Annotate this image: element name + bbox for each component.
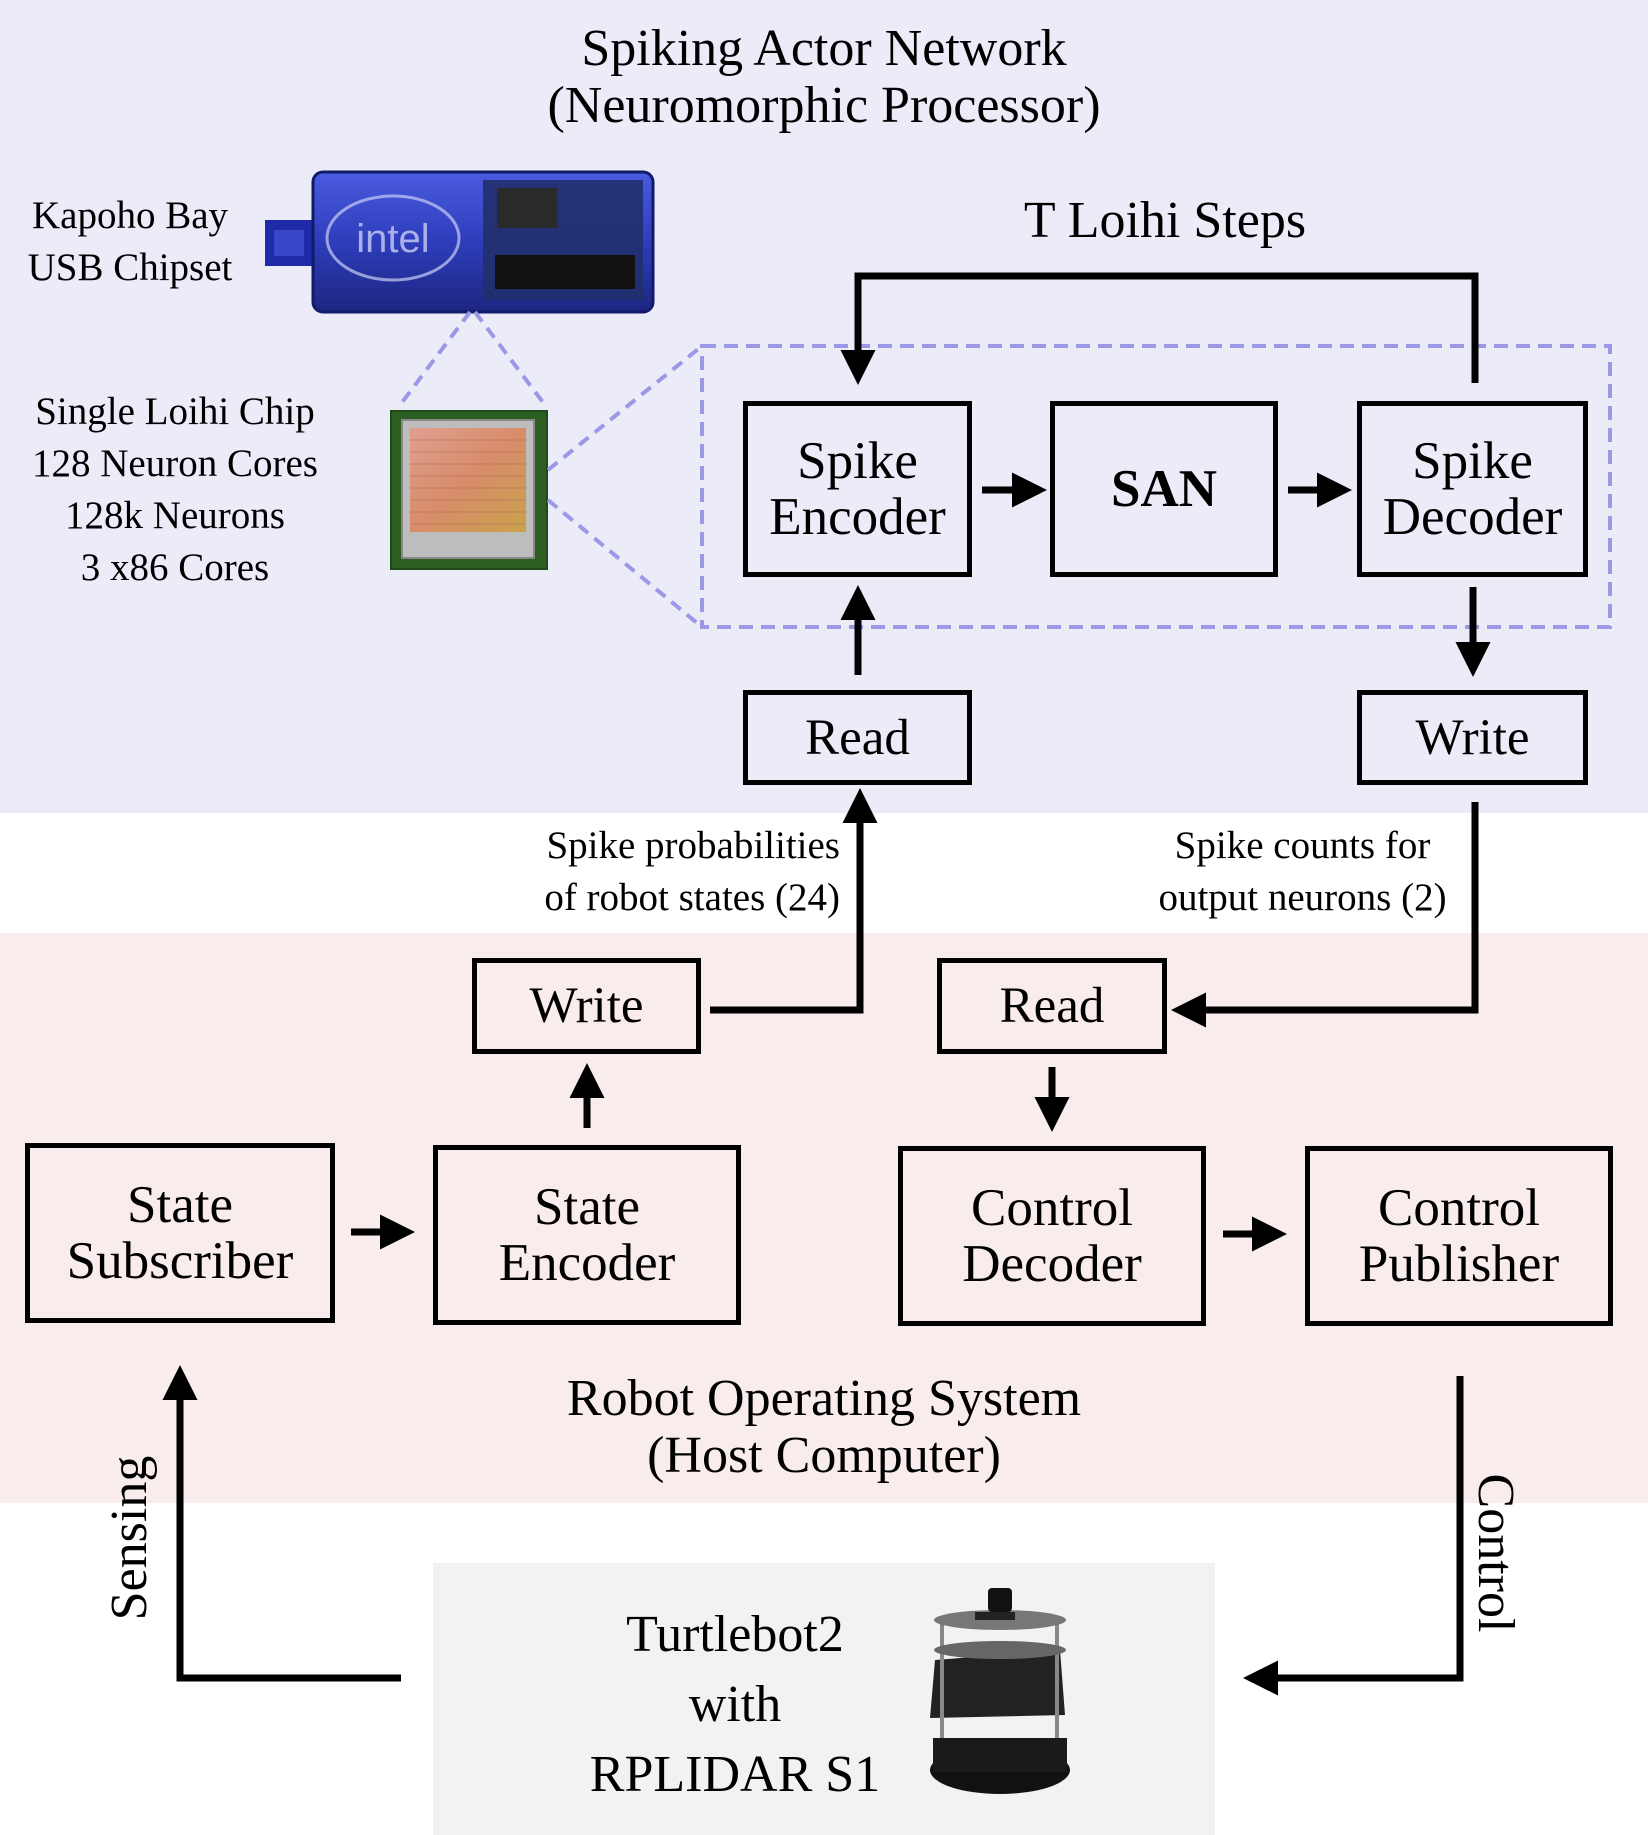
robot-label-line2: with [688, 1676, 782, 1733]
spike-counts-line1: Spike counts for [1174, 824, 1431, 867]
loihi-chip-label: Single Loihi Chip 128 Neuron Cores 128k … [0, 386, 350, 594]
turtlebot-image [930, 1588, 1070, 1794]
state-subscriber-box: State Subscriber [25, 1143, 335, 1323]
control-decoder-box: Control Decoder [898, 1146, 1206, 1326]
zoom-lines-usb-to-chip [398, 310, 547, 407]
ros-title-line2: (Host Computer) [647, 1427, 1001, 1484]
robot-label: Turtlebot2 with RPLIDAR S1 [555, 1600, 915, 1810]
ros-title: Robot Operating System (Host Computer) [424, 1370, 1224, 1484]
spike-counts-annotation: Spike counts for output neurons (2) [1130, 820, 1475, 924]
zoom-lines-chip-to-region [546, 344, 704, 629]
loihi-region [0, 0, 1648, 813]
usb-stick-image: intel [265, 170, 655, 314]
state-encoder-box: State Encoder [433, 1145, 741, 1325]
spike-decoder-box: Spike Decoder [1357, 401, 1588, 577]
spike-counts-line2: output neurons (2) [1158, 876, 1447, 919]
chip-label-line1: Single Loihi Chip [35, 390, 315, 433]
control-publisher-box: Control Publisher [1305, 1146, 1613, 1326]
intel-logo-text: intel [356, 217, 429, 261]
robot-label-line1: Turtlebot2 [626, 1606, 844, 1663]
loihi-write-box: Write [1357, 690, 1588, 785]
connectors [162, 272, 1491, 1696]
robot-label-line3: RPLIDAR S1 [589, 1746, 881, 1803]
robot-region [433, 1563, 1215, 1835]
chip-label-line3: 128k Neurons [65, 494, 285, 537]
san-box: SAN [1050, 401, 1278, 577]
spike-prob-line2: of robot states (24) [544, 876, 840, 919]
loihi-title-line1: Spiking Actor Network [581, 20, 1067, 77]
loop-label: T Loihi Steps [1023, 192, 1307, 249]
ros-region [0, 933, 1648, 1503]
ros-write-box: Write [472, 958, 701, 1054]
ros-title-line1: Robot Operating System [566, 1370, 1082, 1427]
spike-encoder-box: Spike Encoder [743, 401, 972, 577]
usb-chipset-label: Kapoho Bay USB Chipset [0, 190, 260, 294]
usb-label-line2: USB Chipset [27, 246, 233, 289]
chip-label-line4: 3 x86 Cores [80, 546, 270, 589]
spike-probabilities-annotation: Spike probabilities of robot states (24) [490, 820, 840, 924]
chip-label-line2: 128 Neuron Cores [32, 442, 318, 485]
control-label: Control [1467, 1473, 1524, 1633]
loihi-read-box: Read [743, 690, 972, 785]
ros-read-box: Read [937, 958, 1167, 1054]
loihi-chip-dashed-outline [700, 344, 1612, 629]
spike-prob-line1: Spike probabilities [546, 824, 840, 867]
loihi-title: Spiking Actor Network (Neuromorphic Proc… [424, 20, 1224, 134]
sensing-label: Sensing [101, 1455, 158, 1621]
loihi-title-line2: (Neuromorphic Processor) [547, 77, 1101, 134]
usb-label-line1: Kapoho Bay [31, 194, 229, 237]
loihi-chip-image [390, 410, 548, 570]
